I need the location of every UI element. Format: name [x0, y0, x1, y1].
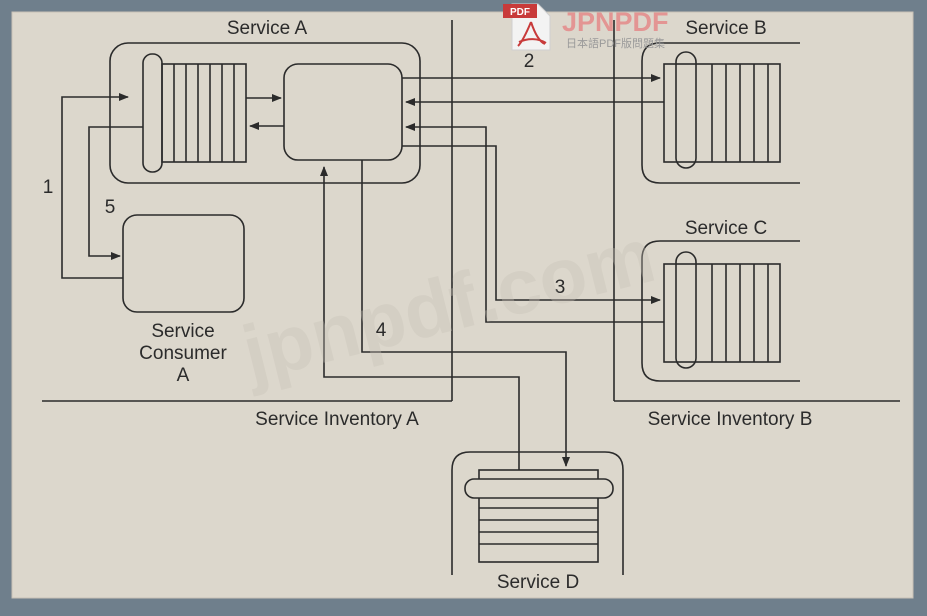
- pdf-badge: [503, 4, 537, 18]
- service-b-stack: [663, 63, 781, 163]
- pdf-badge-text: PDF: [510, 7, 530, 18]
- service-d-stack: [478, 469, 599, 563]
- service-b-container: [641, 42, 800, 184]
- arrow-5-service-a-to-consumer: [88, 126, 143, 260]
- arrow-3-service-a-to-service-c: [402, 145, 661, 304]
- inventory-a-label: Service Inventory A: [255, 409, 419, 430]
- service-consumer-a-box: [122, 214, 245, 313]
- arrow-service-d-to-service-a: [320, 166, 520, 470]
- service-consumer-label-line2: Consumer: [139, 343, 227, 364]
- arrow-service-c-to-service-a: [405, 123, 664, 323]
- service-b-label: Service B: [685, 18, 766, 39]
- arrow-1-consumer-to-service-a: [61, 93, 129, 279]
- service-a-stack: [161, 63, 247, 163]
- service-a-container: [109, 42, 421, 184]
- service-d-container: [451, 451, 624, 575]
- service-b-handle: [675, 51, 697, 169]
- brand-name: JPNPDF: [562, 7, 669, 37]
- step-label-3: 3: [555, 277, 566, 298]
- service-d-handle: [464, 478, 614, 499]
- service-a-label: Service A: [227, 18, 308, 39]
- service-c-handle: [675, 251, 697, 369]
- service-consumer-label-line3: A: [177, 365, 190, 386]
- acrobat-icon: [517, 21, 547, 47]
- brand-tagline: 日本語PDF版問題集: [566, 36, 665, 50]
- step-label-2: 2: [524, 51, 535, 72]
- step-label-1: 1: [43, 177, 54, 198]
- service-c-container: [641, 240, 800, 382]
- service-consumer-label-line1: Service: [151, 321, 214, 342]
- step-label-5: 5: [105, 197, 116, 218]
- service-c-label: Service C: [685, 218, 767, 239]
- service-d-stack-lines: [479, 507, 598, 545]
- service-a-logic-box: [283, 63, 403, 161]
- service-b-stack-lines: [711, 64, 769, 162]
- step-label-4: 4: [376, 320, 387, 341]
- arrow-4-service-a-to-service-d: [361, 160, 570, 467]
- service-a-stack-lines: [173, 64, 235, 162]
- service-d-label: Service D: [497, 572, 579, 593]
- service-c-stack: [663, 263, 781, 363]
- service-c-stack-lines: [711, 264, 769, 362]
- brand-watermark: PDF JPNPDF 日本語PDF版問題集: [503, 3, 669, 51]
- inventory-b-label: Service Inventory B: [648, 409, 813, 430]
